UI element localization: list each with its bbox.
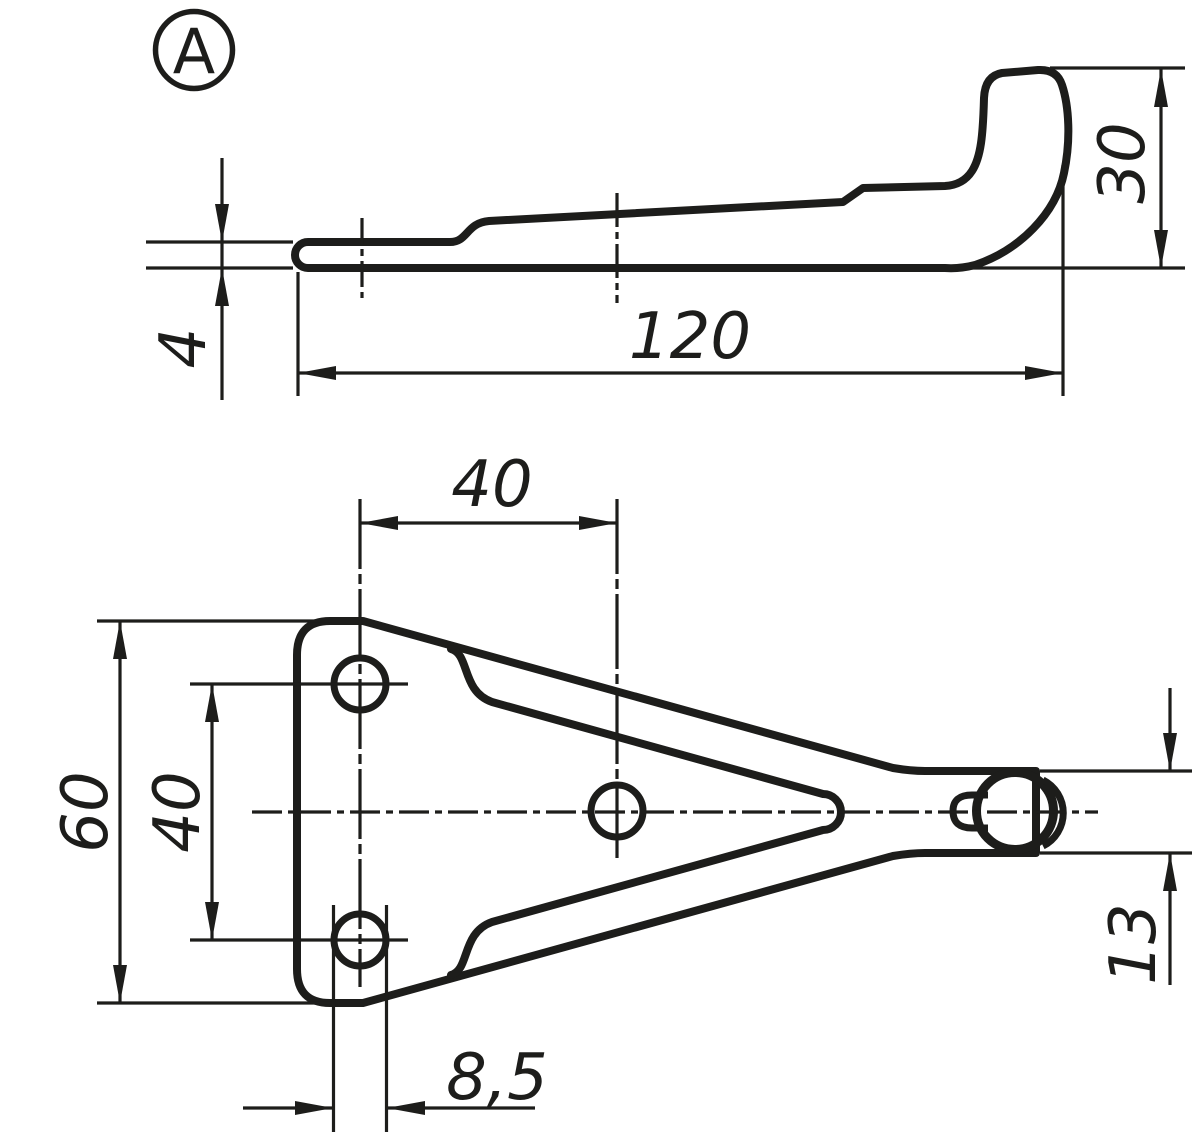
dim-eye-label: 13 — [1097, 903, 1171, 984]
detail-marker-circle — [152, 8, 236, 92]
arrowhead-length-right — [1025, 366, 1063, 380]
detail-marker-label: A — [173, 15, 215, 88]
dim-height-label: 30 — [1086, 122, 1160, 203]
arrowhead-eye-bottom — [1163, 853, 1177, 891]
plan-view-part-outline — [293, 617, 1040, 1007]
arrowhead-pitch-h-left — [360, 516, 398, 530]
dim-pitch-v-label: 40 — [141, 771, 215, 852]
detail-marker: A — [152, 8, 236, 92]
arrowhead-length-left — [298, 366, 336, 380]
arrowhead-pitch-v-bottom — [205, 902, 219, 940]
arrowhead-width-bottom — [113, 965, 127, 1003]
side-view: 4 120 30 — [146, 65, 1185, 400]
arrowhead-thickness-top — [215, 204, 229, 242]
arrowhead-pitch-h-right — [579, 516, 617, 530]
arrowhead-pitch-v-top — [205, 684, 219, 722]
arrowhead-width-top — [113, 621, 127, 659]
dim-thickness-label: 4 — [147, 328, 221, 369]
arrowhead-height-top — [1154, 69, 1168, 107]
arrowhead-height-bottom — [1154, 230, 1168, 268]
plan-view: 40 60 40 8,5 13 — [49, 448, 1192, 1132]
side-view-part-outline — [291, 65, 1073, 273]
dim-length-label: 120 — [629, 300, 751, 374]
arrowhead-dia-left — [295, 1101, 333, 1115]
arrowhead-dia-right — [387, 1101, 425, 1115]
arrowhead-eye-top — [1163, 733, 1177, 771]
arrowhead-thickness-bottom — [215, 268, 229, 306]
dim-dia-label: 8,5 — [446, 1041, 548, 1115]
dim-width-label: 60 — [49, 771, 123, 852]
dim-pitch-h-label: 40 — [451, 448, 532, 522]
